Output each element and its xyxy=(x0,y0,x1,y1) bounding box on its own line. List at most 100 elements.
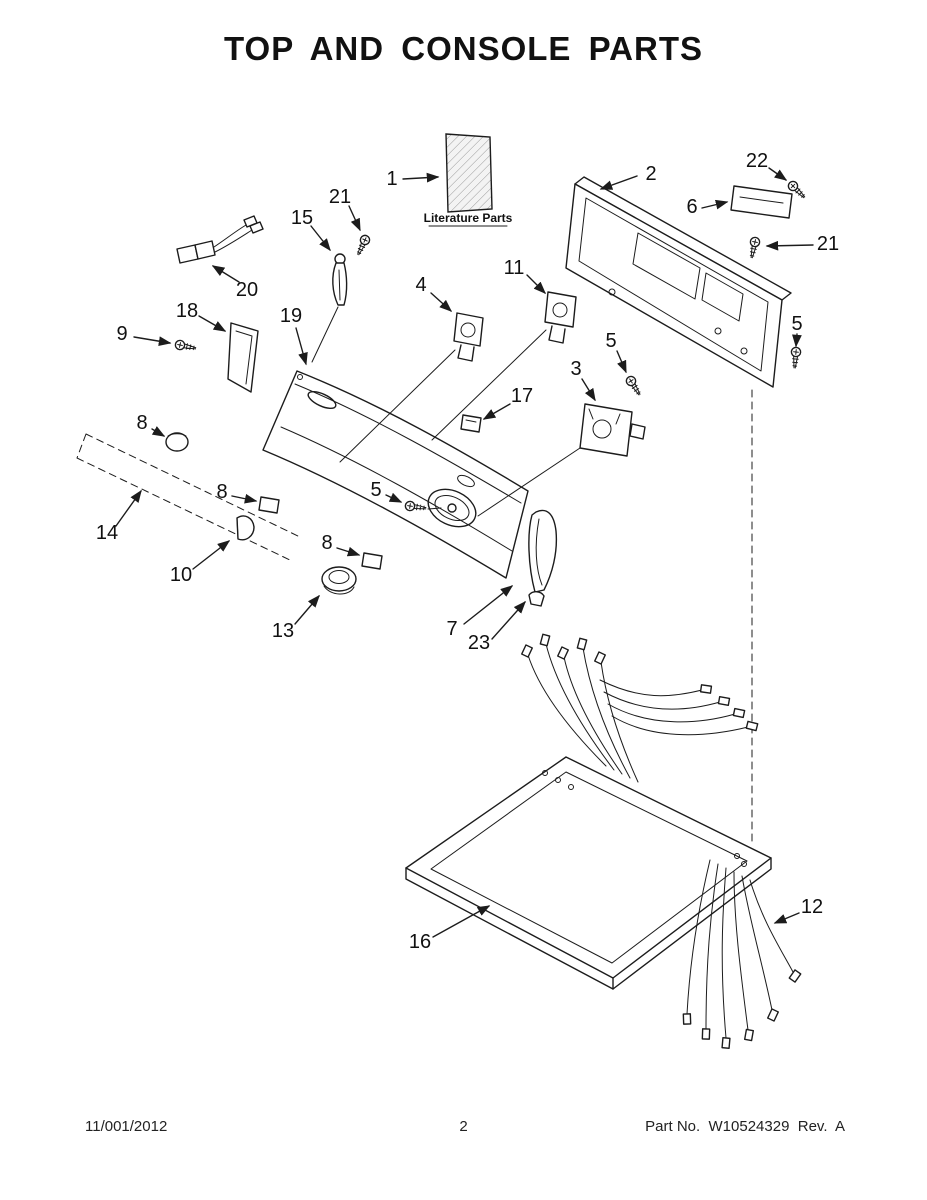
callout-5-panel: 5 xyxy=(370,479,381,501)
callout-21-left: 21 xyxy=(329,186,351,208)
part-8-knob: 8 xyxy=(136,412,189,452)
leader-arrow xyxy=(348,205,361,232)
leader-arrow xyxy=(792,333,802,348)
part-11-switch: 11 xyxy=(431,257,577,441)
detail-line xyxy=(535,518,543,586)
hole xyxy=(608,288,616,296)
part-3-timer: 3 5 xyxy=(477,330,646,517)
wire-connector xyxy=(788,969,802,983)
detail-line xyxy=(338,269,341,301)
detail-line xyxy=(280,426,513,552)
callout-8-low: 8 xyxy=(321,532,332,554)
leader-arrow xyxy=(211,265,240,283)
footer-part-number: Part No. W10524329 Rev. A xyxy=(645,1118,845,1135)
clip-body xyxy=(361,552,383,570)
leader-arrow xyxy=(526,274,546,294)
clip-body xyxy=(528,591,545,607)
leader-arrow xyxy=(616,350,627,374)
timer-body xyxy=(579,403,633,457)
hole xyxy=(555,777,561,783)
wire-connector xyxy=(682,1013,692,1025)
top-panel-body xyxy=(405,756,772,979)
leader-arrow xyxy=(295,327,308,366)
shaft-hole xyxy=(447,503,457,513)
part-22-control-board: 22 6 xyxy=(686,150,809,219)
callout-1: 1 xyxy=(386,168,397,190)
detail-line xyxy=(465,419,477,423)
wire xyxy=(599,679,703,697)
callout-23: 23 xyxy=(468,632,490,654)
detail-line xyxy=(588,408,621,425)
wire xyxy=(603,691,721,710)
callout-16: 16 xyxy=(409,931,431,953)
screw-5-right: 5 xyxy=(789,313,803,370)
wire xyxy=(563,656,623,775)
part-23-clip: 23 xyxy=(468,591,545,654)
leader-arrow xyxy=(768,167,788,181)
panel-inner-line xyxy=(430,771,748,964)
wire xyxy=(721,867,727,1039)
callout-12: 12 xyxy=(801,896,823,918)
screw-icon xyxy=(353,233,372,258)
callout-20: 20 xyxy=(236,279,258,301)
screw-icon xyxy=(789,346,802,370)
leader-arrow xyxy=(310,225,331,252)
leader-arrow xyxy=(581,378,596,402)
end-cap-body xyxy=(528,509,558,593)
timer-hole-inner xyxy=(434,494,470,522)
callout-22: 22 xyxy=(746,150,768,172)
callout-11: 11 xyxy=(504,257,525,279)
slot xyxy=(457,474,475,488)
screw-5-panel: 5 xyxy=(370,479,442,514)
wire-connector xyxy=(521,644,533,658)
callout-21-right: 21 xyxy=(817,233,839,255)
part-8-clip-low: 8 xyxy=(321,532,383,570)
detail-circle xyxy=(592,419,612,439)
callout-18: 18 xyxy=(176,300,198,322)
detail-circle xyxy=(460,322,476,338)
leader-arrow xyxy=(198,315,227,332)
wire-connector xyxy=(594,651,606,665)
wire-connector xyxy=(557,646,569,660)
part-13-timer-knob: 13 xyxy=(272,566,357,642)
detail-line xyxy=(294,383,522,504)
part-14-ghost-outline: 14 xyxy=(76,433,301,562)
console-front-panel xyxy=(262,370,529,579)
timer-hole xyxy=(427,488,477,528)
wire xyxy=(733,871,749,1031)
callout-10: 10 xyxy=(170,564,192,586)
board-body xyxy=(730,185,793,219)
literature-parts-label: Literature Parts xyxy=(424,211,513,225)
projection-line xyxy=(431,329,547,441)
leader-arrow xyxy=(402,172,440,183)
detail-line xyxy=(236,517,239,540)
projection-line xyxy=(339,349,456,463)
screw-icon xyxy=(623,373,645,398)
wire-connector xyxy=(721,1037,731,1049)
hole xyxy=(542,770,548,776)
insert-body xyxy=(236,515,255,541)
screw-21-left: 21 xyxy=(329,186,372,258)
detail-line xyxy=(739,196,784,204)
callout-15: 15 xyxy=(291,207,313,229)
rear-panel-cutout xyxy=(632,232,701,300)
leader-arrow xyxy=(701,199,729,210)
switch-body xyxy=(544,291,577,328)
callout-13: 13 xyxy=(272,620,294,642)
leader-arrow xyxy=(294,594,320,625)
footer-date: 11/001/2012 xyxy=(85,1118,168,1135)
callout-9: 9 xyxy=(116,323,127,345)
leader-arrow xyxy=(133,336,172,346)
leader-arrow xyxy=(482,403,511,420)
switch-body xyxy=(453,312,484,347)
wire-connector xyxy=(576,637,588,651)
leader-arrow xyxy=(773,912,800,924)
knob-body xyxy=(165,432,189,452)
switch-foot xyxy=(457,344,475,362)
knob-inner xyxy=(328,570,350,584)
rear-panel-body xyxy=(565,183,783,388)
wire-connector xyxy=(743,1028,755,1042)
part-7-end-cap: 7 xyxy=(446,509,558,640)
